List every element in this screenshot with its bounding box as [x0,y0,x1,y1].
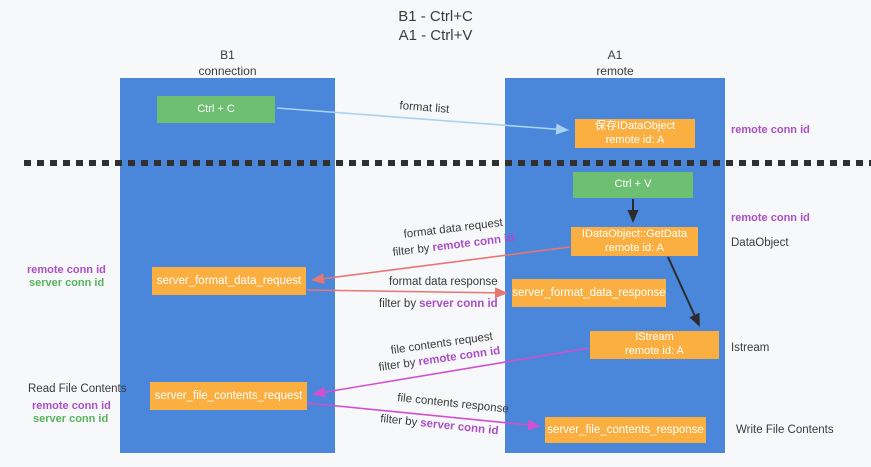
lifeline-header-a1: A1 remote [505,47,725,79]
server-format-data-request-label: server_format_data_request [156,274,302,287]
ctrl-c-label: Ctrl + C [197,102,235,115]
ctrl-v-box: Ctrl + V [573,172,693,198]
lifeline-a1-role: remote [596,64,634,79]
istream-box: IStream remote id: A [590,331,719,359]
lifeline-header-b1: B1 connection [120,47,335,79]
ctrl-c-box: Ctrl + C [157,96,275,123]
lifeline-a1-name: A1 [607,48,623,62]
format-data-response-arrow [306,287,508,299]
server-file-contents-response-box: server_file_contents_response [545,417,706,443]
right-remote-conn-id-label-1: remote conn id [731,124,810,136]
file-contents-response-label: file contents response [396,392,510,416]
format-data-response-label: format data response [389,276,498,288]
filter-by-text-2: filter by [379,298,417,310]
server-file-contents-request-label: server_file_contents_request [154,389,303,402]
left-server-conn-id-label-1: server conn id [29,277,105,289]
filter-by-text-4: filter by [379,413,418,429]
idataobject-getdata-box: IDataObject::GetData remote id: A [571,227,698,256]
diagram-title-line2: A1 - Ctrl+V [398,27,473,44]
server-conn-id-text-2: server conn id [419,298,498,310]
getdata-line2: remote id: A [605,241,664,254]
ctrl-v-label: Ctrl + V [614,178,652,191]
lifeline-b1-name: B1 [220,48,235,62]
server-format-data-response-label: server_format_data_response [512,286,666,299]
filter-by-text-3: filter by [378,356,417,374]
right-remote-conn-id-label-2: remote conn id [731,212,810,224]
server-format-data-response-box: server_format_data_response [512,279,666,307]
filter-by-text-1: filter by [392,242,431,259]
left-server-conn-id-label-2: server conn id [33,413,109,425]
save-idataobject-line1: 保存IDataObject [594,119,676,132]
server-file-contents-response-label: server_file_contents_response [547,423,704,436]
server-conn-id-text-4: server conn id [419,417,500,438]
save-idataobject-line2: remote id: A [605,133,665,146]
lifeline-b1-role: connection [198,64,257,79]
istream-line2: remote id: A [625,345,684,357]
istream-side-label: Istream [731,342,770,354]
separator-dashed-line [24,160,871,166]
server-file-contents-request-box: server_file_contents_request [150,382,307,410]
left-remote-conn-id-label-2: remote conn id [32,400,111,412]
read-file-contents-label: Read File Contents [28,383,127,395]
server-format-data-request-box: server_format_data_request [152,267,306,295]
left-remote-conn-id-label-1: remote conn id [27,264,106,276]
save-idataobject-box: 保存IDataObject remote id: A [575,119,695,148]
getdata-line1: IDataObject::GetData [581,227,688,240]
istream-line1: IStream [635,331,674,344]
format-list-label: format list [399,100,450,116]
dataobject-label: DataObject [731,237,789,249]
write-file-contents-label: Write File Contents [736,424,834,436]
diagram-title-line1: B1 - Ctrl+C [398,8,473,25]
